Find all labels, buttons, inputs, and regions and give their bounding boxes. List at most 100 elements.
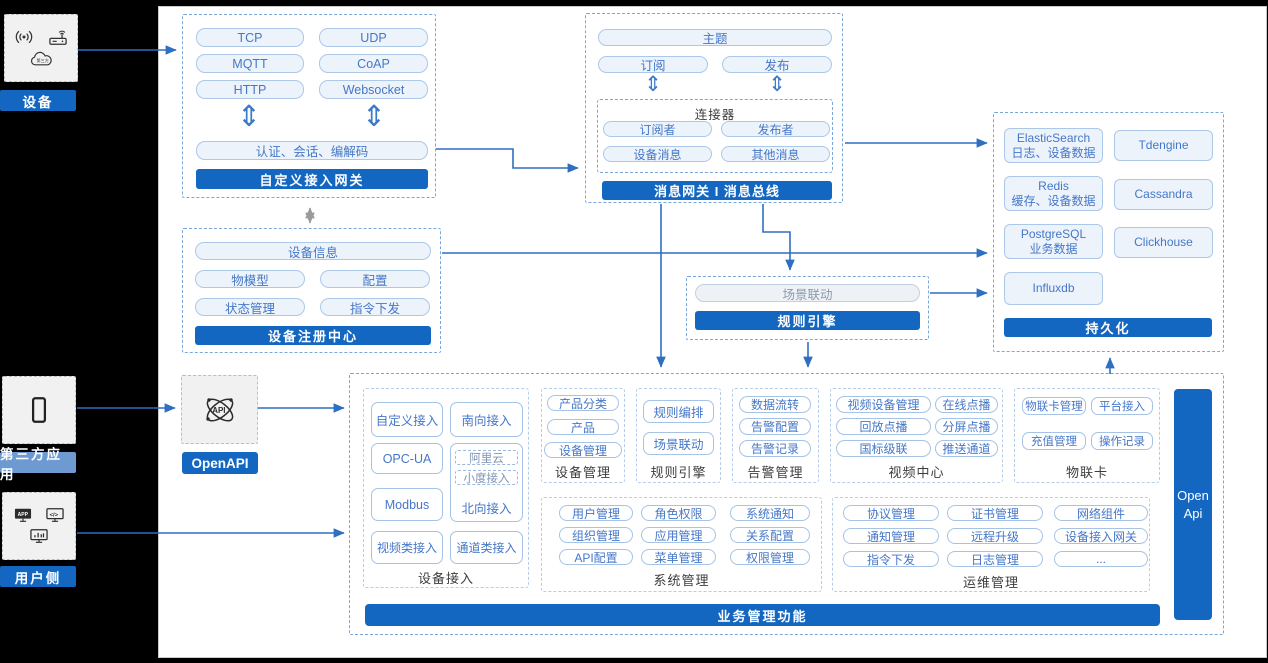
sys-pill-permission: 权限管理 [730,549,810,565]
cloud-icon: 第三方 [30,51,52,66]
store-name: ElasticSearch [1016,130,1091,145]
card-node-recharge: 充值管理 [1022,432,1086,450]
sys-pill-app: 应用管理 [641,527,716,543]
access-node-channel: 通道类接入 [450,531,523,564]
ops-pill-command: 指令下发 [843,551,939,567]
protocol-node-websocket: Websocket [319,80,428,99]
protocol-node-udp: UDP [319,28,428,47]
third-party-box [2,376,76,444]
sys-pill-role: 角色权限 [641,505,716,521]
ops-pill-gateway: 设备接入网关 [1054,528,1148,544]
updown-arrow-icon: ⇕ [361,101,387,133]
ops-pill-more: ... [1054,551,1148,567]
video-pill-playback: 回放点播 [836,418,931,435]
store-name: Cassandra [1134,187,1193,201]
group-label-video: 视频中心 [888,465,945,480]
access-node-custom: 自定义接入 [371,402,443,437]
protocol-node-mqtt: MQTT [196,54,304,73]
ops-pill-network: 网络组件 [1054,505,1148,521]
svg-text:API: API [212,406,225,415]
store-name: Influxdb [1032,281,1075,295]
openapi-label: OpenAPI [182,452,258,474]
user-icons-row: APP </> [13,507,65,524]
scene-linkage-node: 场景联动 [695,284,920,302]
api-atom-icon: API [205,397,233,422]
registry-title-bar: 设备注册中心 [195,326,431,345]
store-elasticsearch: ElasticSearch 日志、设备数据 [1004,128,1103,163]
router-icon [49,30,67,45]
store-influxdb: Influxdb [1004,272,1103,305]
group-label-device-mgmt: 设备管理 [554,465,611,480]
rule-node-scene: 场景联动 [643,432,714,455]
registry-node-command: 指令下发 [320,298,430,316]
store-desc: 缓存、设备数据 [1011,193,1096,208]
store-cassandra: Cassandra [1114,179,1213,210]
user-side-box: APP </> [2,492,76,560]
updown-arrow-icon: ⇕ [644,73,662,96]
message-bus-title-bar: 消息网关 I 消息总线 [602,181,832,200]
video-pill-gb-cascade: 国标级联 [836,440,931,457]
video-pill-live: 在线点播 [935,396,998,413]
code-icon: </> [46,508,64,522]
access-subnode-xiaodu: 小度接入 [455,470,518,485]
ops-pill-protocol: 协议管理 [843,505,939,521]
group-label-rule: 规则引擎 [650,465,707,480]
registry-node-status: 状态管理 [195,298,305,316]
mgmt-pill-product: 产品 [547,419,619,435]
card-node-records: 操作记录 [1091,432,1153,450]
access-node-modbus: Modbus [371,488,443,521]
broadcast-icon [15,30,33,44]
subscribe-node: 订阅 [598,56,708,73]
openapi-box: API [181,375,258,444]
protocol-node-coap: CoAP [319,54,428,73]
persistence-title-bar: 持久化 [1004,318,1212,337]
video-pill-splitscreen: 分屏点播 [935,418,998,435]
connector-node-device-msg: 设备消息 [603,146,712,162]
connector-node-subscriber: 订阅者 [603,121,712,137]
group-label-iot-card: 物联卡 [1065,465,1108,480]
store-redis: Redis 缓存、设备数据 [1004,176,1103,211]
sys-pill-org: 组织管理 [559,527,633,543]
video-pill-push-channel: 推送通道 [935,440,998,457]
protocol-node-tcp: TCP [196,28,304,47]
protocol-node-http: HTTP [196,80,304,99]
publish-node: 发布 [722,56,832,73]
open-api-bar: Open Api [1174,389,1212,620]
group-label-device-access: 设备接入 [417,571,474,586]
user-side-rail-label: 用户侧 [0,566,76,587]
ops-pill-notify: 通知管理 [843,528,939,544]
connector-node-publisher: 发布者 [721,121,830,137]
card-node-platform: 平台接入 [1091,397,1153,415]
group-label-ops: 运维管理 [962,575,1019,590]
mgmt-pill-product-category: 产品分类 [547,395,619,411]
app-icon: APP [14,508,32,522]
custom-gateway-title-bar: 自定义接入网关 [196,169,428,189]
chart-icon [30,529,48,543]
sys-pill-menu: 菜单管理 [641,549,716,565]
alarm-pill-dataflow: 数据流转 [739,396,811,413]
business-title-bar: 业务管理功能 [365,604,1160,626]
store-name: Tdengine [1138,138,1189,152]
store-name: PostgreSQL [1020,226,1087,241]
store-name: Redis [1038,178,1069,193]
video-pill-device-mgmt: 视频设备管理 [836,396,931,413]
third-party-rail-label: 第三方应用 [0,447,76,482]
updown-arrow-icon: ⇕ [768,73,786,96]
updown-arrow-icon: ⇕ [236,101,262,133]
device-sources-box: 第三方 [4,14,78,82]
store-name: Clickhouse [1134,235,1193,249]
session-node: 认证、会话、编解码 [196,141,428,160]
svg-text:</>: </> [50,512,59,518]
store-postgresql: PostgreSQL 业务数据 [1004,224,1103,259]
ops-pill-cert: 证书管理 [947,505,1043,521]
sys-pill-relation: 关系配置 [730,527,810,543]
svg-text:第三方: 第三方 [37,57,49,63]
svg-text:APP: APP [18,512,29,518]
topic-node: 主题 [598,29,832,46]
access-node-video: 视频类接入 [371,531,443,564]
registry-node-device-info: 设备信息 [195,242,431,260]
sys-pill-user: 用户管理 [559,505,633,521]
rule-engine-title-bar: 规则引擎 [695,311,920,330]
access-node-south: 南向接入 [450,402,523,437]
card-node-mgmt: 物联卡管理 [1022,397,1086,415]
